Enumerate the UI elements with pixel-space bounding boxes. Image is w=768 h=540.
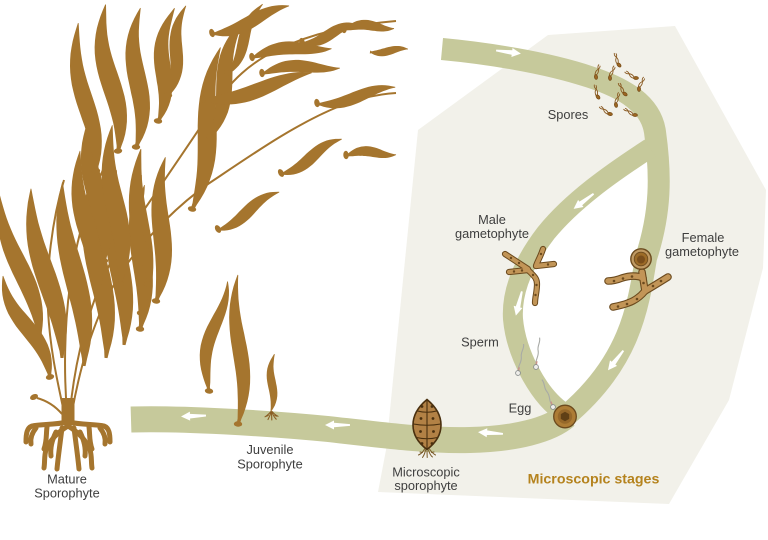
svg-text:Mature: Mature	[47, 472, 87, 487]
svg-text:Juvenile: Juvenile	[247, 442, 294, 457]
svg-text:gametophyte: gametophyte	[455, 226, 529, 241]
svg-text:Microscopic: Microscopic	[392, 465, 460, 480]
svg-text:Egg: Egg	[509, 401, 532, 416]
svg-text:Female: Female	[682, 230, 725, 245]
svg-text:sporophyte: sporophyte	[394, 478, 457, 493]
svg-text:gametophyte: gametophyte	[665, 244, 739, 259]
svg-text:Sporophyte: Sporophyte	[34, 486, 99, 501]
svg-text:Sperm: Sperm	[461, 335, 499, 350]
svg-text:Male: Male	[478, 212, 506, 227]
svg-text:Microscopic stages: Microscopic stages	[528, 472, 660, 488]
svg-text:Sporophyte: Sporophyte	[237, 457, 302, 472]
svg-text:Spores: Spores	[548, 107, 589, 122]
